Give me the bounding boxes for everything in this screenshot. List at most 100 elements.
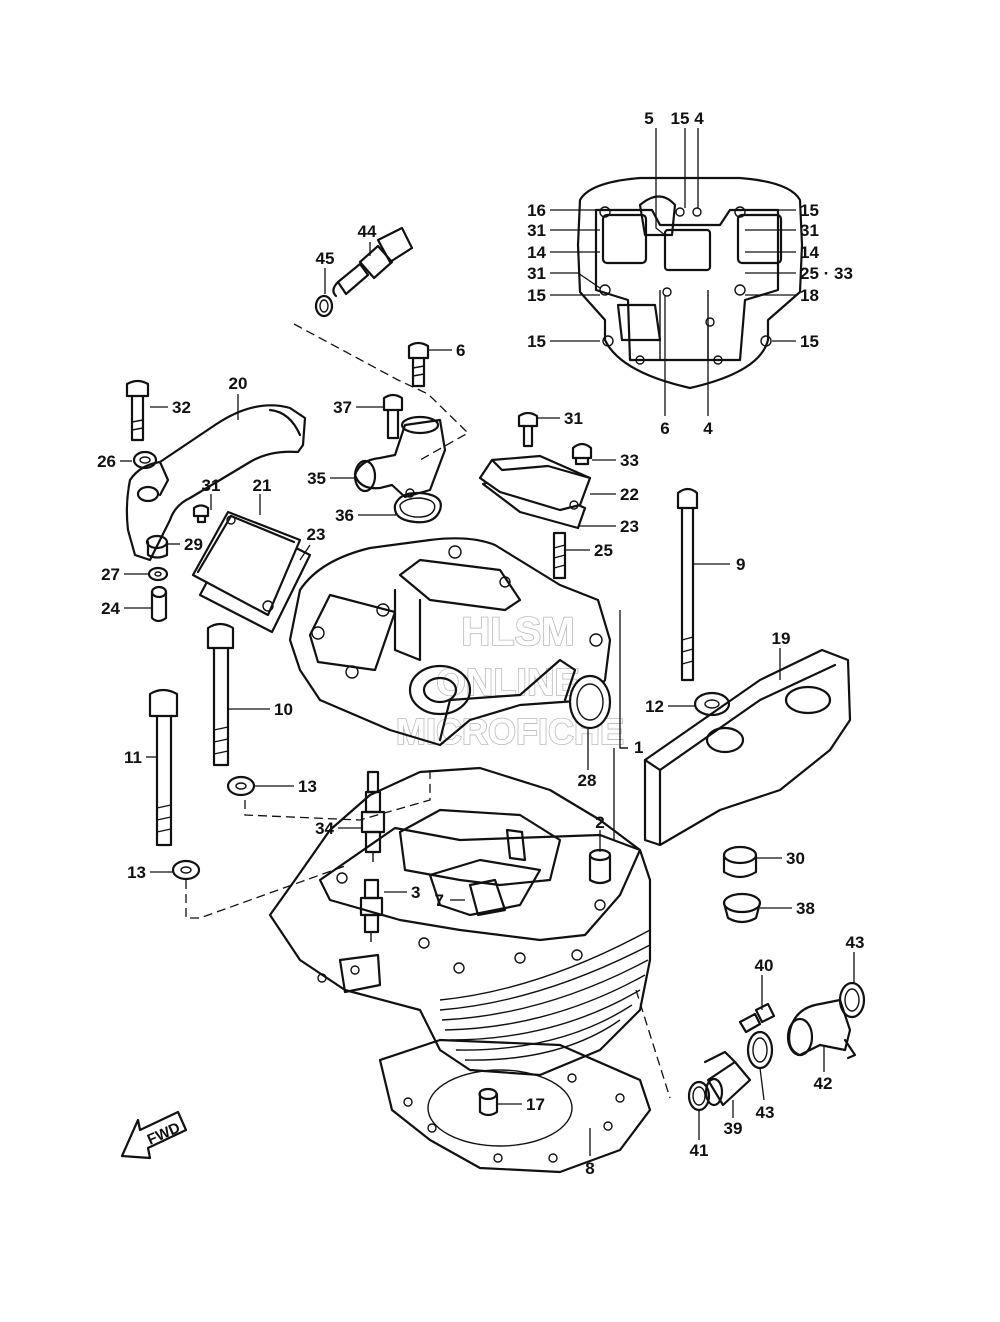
bolt-32 [125,379,150,442]
grommet-29 [145,534,169,559]
dowel-17 [478,1087,499,1117]
callout-33: 33 [620,451,639,470]
callout-15-left-b: 15 [527,332,546,351]
water-union-35 [353,415,447,499]
tappet-cover-21 [191,510,302,617]
callout-24: 24 [101,599,120,618]
callout-5: 5 [644,109,653,128]
callout-31-right: 31 [564,409,583,428]
washer-13-upper [226,775,256,797]
nut-33 [571,442,593,466]
watermark: HLSM ONLINE MICROFICHE [395,609,625,753]
callout-2: 2 [595,813,604,832]
callout-31-inset-b: 31 [527,264,546,283]
callout-15-right-a: 15 [800,201,819,220]
callout-42: 42 [814,1074,833,1093]
callout-28: 28 [578,771,597,790]
watermark-line-1: HLSM [461,610,574,654]
callout-14-left: 14 [527,243,546,262]
callout-8: 8 [585,1159,594,1178]
callout-1: 1 [634,738,643,757]
callout-15-left-a: 15 [527,286,546,305]
callout-23-right: 23 [620,517,639,536]
callout-44: 44 [358,222,377,241]
callout-10: 10 [274,700,293,719]
callout-25-33: 25 · 33 [800,264,853,283]
callout-34: 34 [315,819,334,838]
callout-22: 22 [620,485,639,504]
callout-6: 6 [456,341,465,360]
callout-38: 38 [796,899,815,918]
cover-20 [125,404,307,562]
hose-42 [786,998,857,1060]
spark-plug-3 [359,878,384,942]
collar-38 [722,892,762,924]
callout-43-upper: 43 [846,933,865,952]
callout-19: 19 [772,629,791,648]
callout-15-right-b: 15 [800,332,819,351]
callout-7: 7 [435,891,444,910]
bolt-40 [738,1002,776,1034]
leader-lines [120,128,855,1156]
callout-27: 27 [101,565,120,584]
callout-12: 12 [645,697,664,716]
callout-13-upper: 13 [298,777,317,796]
head-gasket-8 [378,1038,652,1174]
callout-36: 36 [335,506,354,525]
assembly-dashed-lines [185,323,671,1099]
callout-18: 18 [800,286,819,305]
callout-20: 20 [229,374,248,393]
grommet-30 [722,845,758,879]
bolt-9 [676,487,699,682]
callout-6-inset: 6 [660,419,669,438]
bolt-6 [407,341,430,388]
callout-16: 16 [527,201,546,220]
watermark-line-3: MICROFICHE [396,711,624,752]
callout-32: 32 [172,398,191,417]
fwd-label: FWD [145,1119,183,1148]
collar-24 [150,585,168,623]
callout-17: 17 [526,1095,545,1114]
callout-labels: 5 15 4 16 31 14 31 15 15 15 31 14 25 · 3… [97,109,864,1178]
clamp-43-upper [838,981,866,1019]
stud-25 [552,531,567,580]
callout-4-inset: 4 [703,419,713,438]
callout-31-inset-c: 31 [800,221,819,240]
callout-40: 40 [755,956,774,975]
callout-9: 9 [736,555,745,574]
o-ring-36 [393,491,442,524]
washer-27 [147,566,169,582]
callout-37: 37 [333,398,352,417]
callout-13-lower: 13 [127,863,146,882]
cylinder-head [268,766,652,1077]
forward-direction-badge: FWD [120,1110,188,1160]
callout-45: 45 [316,249,335,268]
spark-plug-34 [360,770,386,862]
callout-15-top: 15 [671,109,690,128]
head-top-view-inset [576,176,804,390]
callout-43-lower: 43 [756,1103,775,1122]
callout-25: 25 [594,541,613,560]
rocker-cover-assembly [288,537,612,747]
bolt-37 [382,393,404,440]
callout-23-left: 23 [307,525,326,544]
washer-13-lower [171,859,201,881]
sensor-washer [314,294,334,318]
bolt-31-left [192,504,210,524]
callout-11: 11 [124,748,142,767]
tappet-cover-22 [478,454,592,512]
guard-19 [643,648,852,847]
bolt-10 [206,622,235,767]
callout-29: 29 [184,535,203,554]
union-39 [703,1050,752,1107]
clamp-43-lower [746,1030,774,1070]
callout-4-top: 4 [694,109,704,128]
callout-26: 26 [97,452,116,471]
callout-3: 3 [411,883,420,902]
bolt-11 [148,688,179,847]
temperature-sensor [332,226,414,298]
washer-12 [693,691,731,717]
callout-21: 21 [253,476,272,495]
callout-31-left: 31 [202,476,221,495]
